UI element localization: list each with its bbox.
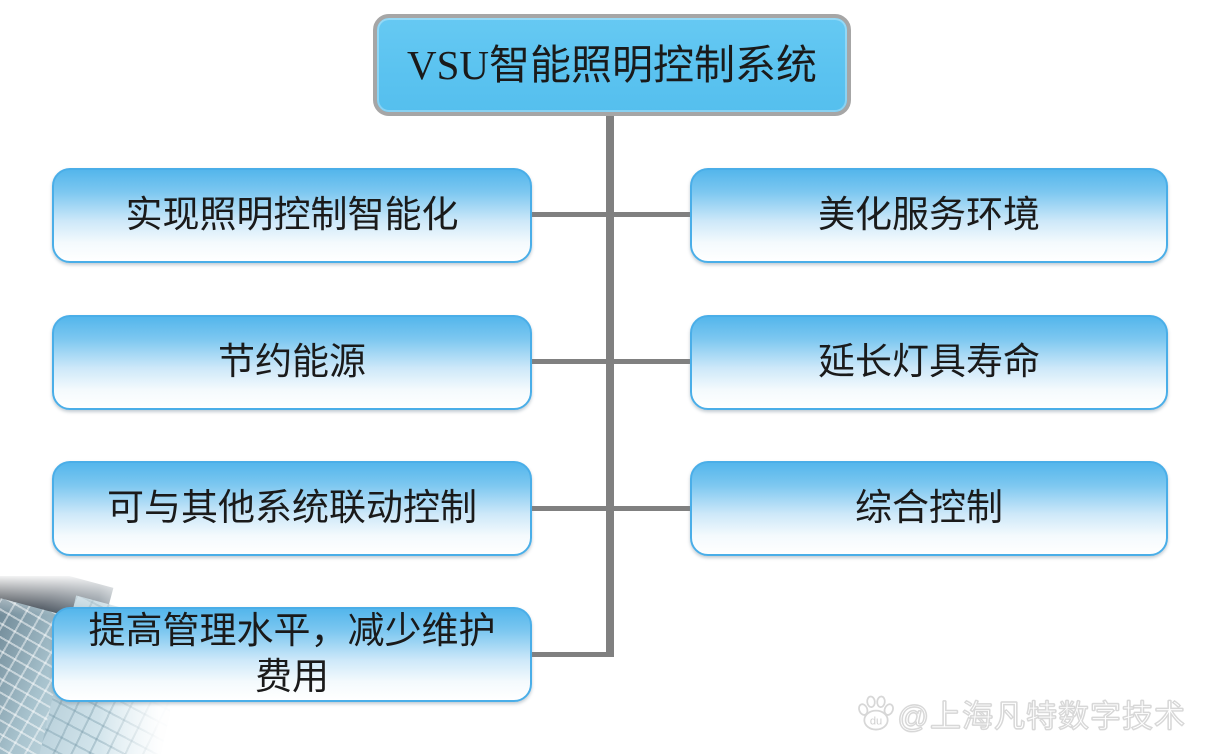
connector-trunk-vertical <box>606 112 614 657</box>
node-left-1-label: 实现照明控制智能化 <box>125 194 459 236</box>
node-right-1: 美化服务环境 <box>690 168 1168 263</box>
node-right-2-label: 延长灯具寿命 <box>818 341 1040 383</box>
node-left-2: 节约能源 <box>52 315 532 410</box>
node-left-3-label: 可与其他系统联动控制 <box>107 487 477 529</box>
baidu-paw-du-text: du <box>869 715 881 727</box>
node-left-4: 提高管理水平，减少维护费用 <box>52 607 532 702</box>
node-left-3: 可与其他系统联动控制 <box>52 461 532 556</box>
connector-row2 <box>528 359 694 364</box>
node-left-4-label: 提高管理水平，减少维护费用 <box>88 611 496 698</box>
node-right-3: 综合控制 <box>690 461 1168 556</box>
node-right-2: 延长灯具寿命 <box>690 315 1168 410</box>
node-right-1-label: 美化服务环境 <box>818 194 1040 236</box>
connector-row3 <box>528 506 694 511</box>
baidu-paw-icon: du <box>857 695 894 730</box>
node-left-1: 实现照明控制智能化 <box>52 168 532 263</box>
connector-row1 <box>528 212 694 217</box>
node-left-2-label: 节约能源 <box>218 341 366 383</box>
node-right-3-label: 综合控制 <box>855 487 1003 529</box>
connector-row4-left <box>528 652 614 657</box>
watermark: du @上海凡特数字技术 <box>856 691 1186 736</box>
node-root: VSU智能照明控制系统 <box>373 14 851 116</box>
node-root-label: VSU智能照明控制系统 <box>406 41 818 88</box>
watermark-handle: @上海凡特数字技术 <box>897 698 1186 734</box>
